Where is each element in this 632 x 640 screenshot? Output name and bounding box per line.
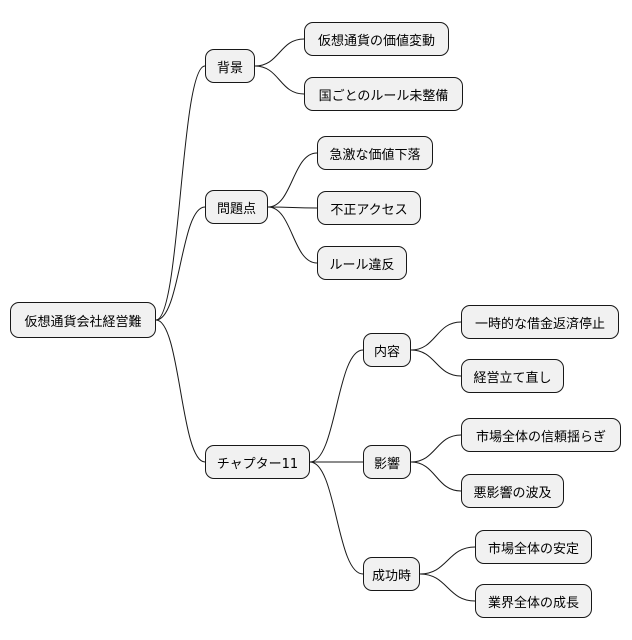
leaf-sharp-price-drop: 急激な価値下落: [317, 136, 433, 170]
connector-branch-problems-to-leaf-sharp-price-drop: [267, 152, 318, 208]
connector-sub-branch-contents-to-leaf-business-rebuild: [410, 349, 462, 377]
branch-background: 背景: [205, 49, 255, 83]
leaf-price-volatility: 仮想通貨の価値変動: [304, 22, 449, 56]
leaf-rule-violation: ルール違反: [317, 246, 407, 280]
leaf-market-stability: 市場全体の安定: [475, 530, 592, 564]
connector-sub-branch-on-success-to-leaf-market-stability: [419, 546, 476, 575]
leaf-market-trust-shaken: 市場全体の信頼揺らぎ: [461, 418, 621, 452]
leaf-unregulated-rules: 国ごとのルール未整備: [304, 77, 463, 111]
connector-branch-chapter-11-to-sub-branch-contents: [309, 349, 364, 463]
leaf-business-rebuild: 経営立て直し: [461, 359, 564, 393]
connector-sub-branch-impact-to-leaf-negative-spillover: [410, 461, 462, 492]
connector-branch-problems-to-leaf-unauthorized-access: [267, 206, 318, 209]
connector-root-node-to-branch-problems: [155, 206, 206, 321]
branch-problems: 問題点: [205, 190, 268, 224]
branch-chapter-11: チャプター11: [205, 445, 310, 479]
sub-branch-on-success: 成功時: [363, 557, 420, 591]
root-node: 仮想通貨会社経営難: [10, 302, 156, 338]
connector-branch-background-to-leaf-unregulated-rules: [254, 65, 305, 95]
leaf-debt-payment-pause: 一時的な借金返済停止: [461, 305, 619, 339]
connector-root-node-to-branch-chapter-11: [155, 319, 206, 463]
connector-branch-chapter-11-to-sub-branch-on-success: [309, 461, 364, 575]
leaf-unauthorized-access: 不正アクセス: [317, 191, 421, 225]
connector-sub-branch-on-success-to-leaf-industry-growth: [419, 573, 476, 602]
connector-sub-branch-contents-to-leaf-debt-payment-pause: [410, 321, 462, 351]
connector-branch-problems-to-leaf-rule-violation: [267, 206, 318, 264]
leaf-industry-growth: 業界全体の成長: [475, 584, 592, 618]
connector-branch-background-to-leaf-price-volatility: [254, 38, 305, 67]
sub-branch-contents: 内容: [363, 333, 411, 367]
leaf-negative-spillover: 悪影響の波及: [461, 474, 564, 508]
connector-sub-branch-impact-to-leaf-market-trust-shaken: [410, 434, 462, 463]
sub-branch-impact: 影響: [363, 445, 411, 479]
connector-root-node-to-branch-background: [155, 65, 206, 321]
